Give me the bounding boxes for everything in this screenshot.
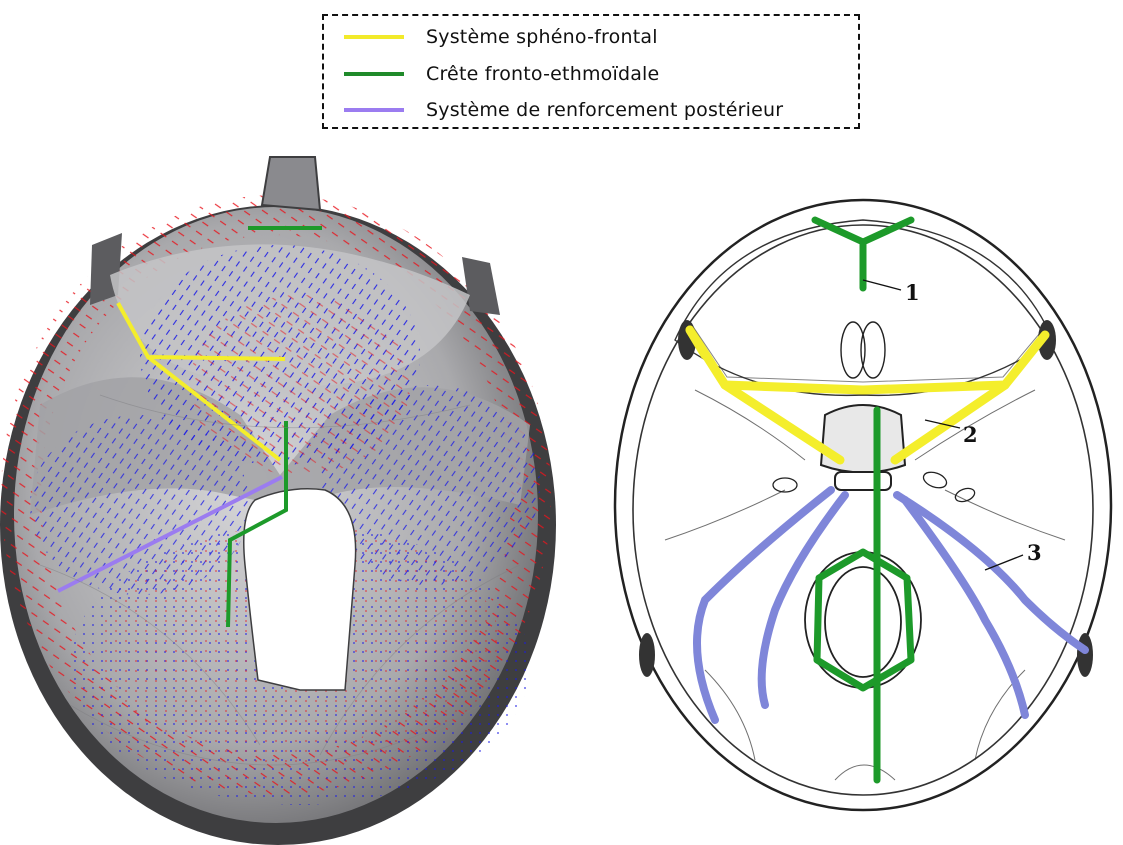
callout-2: 2	[963, 422, 978, 447]
skull-base-drawing: 1 2 3	[605, 190, 1123, 820]
legend-label: Système sphéno-frontal	[426, 26, 658, 48]
legend-label: Système de renforcement postérieur	[426, 99, 783, 121]
legend-item-spheno-frontal: Système sphéno-frontal	[344, 23, 658, 51]
callout-3: 3	[1027, 540, 1042, 565]
foramen-magnum	[244, 489, 356, 690]
green-fronto-ethmoidal-crest	[815, 220, 911, 780]
legend: Système sphéno-frontal Crête fronto-ethm…	[322, 14, 860, 129]
nasal-protrusion	[262, 157, 320, 210]
legend-item-fronto-ethmoidal: Crête fronto-ethmoïdale	[344, 60, 659, 88]
foramen-magnum-inner	[825, 567, 901, 677]
red-vector-zone-center	[190, 295, 410, 475]
legend-label: Crête fronto-ethmoïdale	[426, 63, 659, 85]
legend-item-posterior-reinforcement: Système de renforcement postérieur	[344, 96, 783, 124]
right-posterior-mass	[1077, 633, 1093, 677]
skull-mesh-model	[0, 145, 560, 845]
purple-posterior-system	[697, 490, 1085, 720]
callout-1: 1	[905, 280, 920, 305]
legend-swatch-purple	[344, 108, 404, 112]
legend-swatch-green	[344, 72, 404, 76]
legend-swatch-yellow	[344, 35, 404, 39]
dorsum-sellae	[835, 472, 891, 490]
left-posterior-mass	[639, 633, 655, 677]
